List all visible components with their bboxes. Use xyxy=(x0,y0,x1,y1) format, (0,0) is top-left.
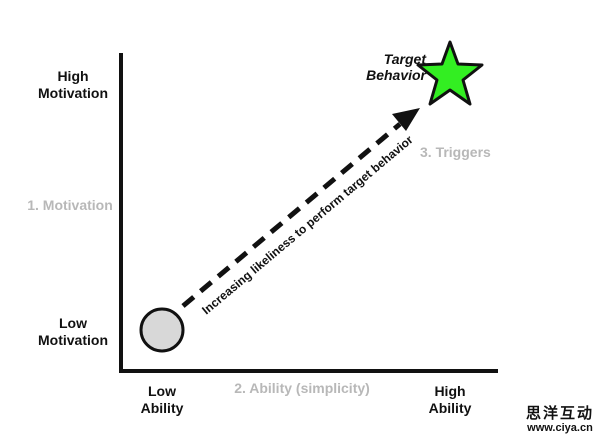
target-star-icon xyxy=(416,40,484,106)
triggers-label: 3. Triggers xyxy=(420,144,491,160)
x-axis-high-line1: High xyxy=(434,383,466,399)
y-axis-low-label: Low Motivation xyxy=(34,315,112,349)
target-line2: Behavior xyxy=(366,67,426,83)
arrow-head-icon xyxy=(392,108,420,131)
x-axis-high-label: High Ability xyxy=(418,383,482,417)
y-axis-low-line1: Low xyxy=(59,315,87,331)
arrow-label: Increasing likeliness to perform target … xyxy=(199,132,416,317)
target-line1: Target xyxy=(383,51,426,67)
y-axis-low-line2: Motivation xyxy=(38,332,108,348)
start-circle xyxy=(139,307,185,353)
watermark-url: www.ciya.cn xyxy=(527,421,593,434)
watermark-title: 思洋互动 xyxy=(525,404,594,423)
x-axis-low-line2: Ability xyxy=(140,400,184,416)
y-axis-high-label: High Motivation xyxy=(34,68,112,102)
watermark-logo: 思洋互动 www.ciya.cn xyxy=(526,405,594,434)
dashed-arrow-line xyxy=(181,122,402,308)
y-axis-high-line2: Motivation xyxy=(38,85,108,101)
target-behavior-label: Target Behavior xyxy=(350,51,426,83)
y-axis-high-line1: High xyxy=(57,68,89,84)
y-axis-mid-label: 1. Motivation xyxy=(27,197,113,213)
x-axis-mid-label: 2. Ability (simplicity) xyxy=(234,380,370,396)
x-axis-low-line1: Low xyxy=(148,383,176,399)
x-axis-low-label: Low Ability xyxy=(130,383,194,417)
x-axis-high-line2: Ability xyxy=(428,400,472,416)
